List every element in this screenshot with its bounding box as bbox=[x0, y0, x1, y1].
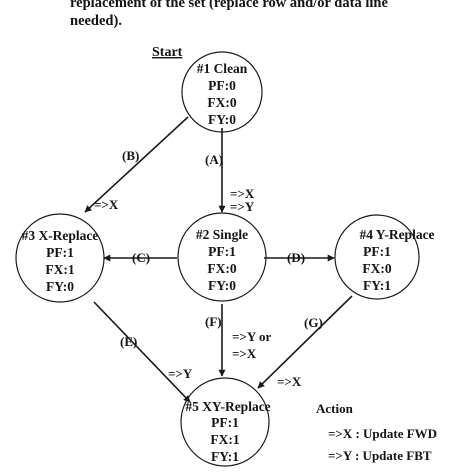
edge-e-action-1: =>Y bbox=[168, 366, 193, 381]
edge-b-label: (B) bbox=[122, 148, 139, 163]
state-4-y-replace: #4 Y-Replace PF:1 FX:0 FY:1 bbox=[334, 214, 435, 300]
state-3-flag-fy: FY:0 bbox=[46, 279, 74, 294]
state-5-circle bbox=[180, 377, 270, 467]
state-3-name: #3 X-Replace bbox=[22, 228, 99, 243]
edge-c-label: (C) bbox=[132, 250, 150, 265]
state-2-flag-pf: PF:1 bbox=[208, 244, 236, 259]
state-1-circle bbox=[181, 51, 263, 133]
edge-g-label: (G) bbox=[304, 315, 323, 330]
caption-line-1: replacement of the set (replace row and/… bbox=[70, 0, 388, 11]
state-4-circle bbox=[334, 214, 420, 300]
edge-a-action-2: =>Y bbox=[230, 199, 255, 214]
state-2-single: #2 Single PF:1 FX:0 FY:0 bbox=[177, 212, 267, 302]
caption-line-2: needed). bbox=[70, 13, 122, 29]
state-5-flag-fx: FX:1 bbox=[210, 432, 239, 447]
state-1-clean: #1 Clean PF:0 FX:0 FY:0 bbox=[181, 51, 263, 133]
state-1-flag-pf: PF:0 bbox=[208, 78, 236, 93]
state-3-flag-fx: FX:1 bbox=[45, 262, 74, 277]
edge-b bbox=[84, 116, 189, 213]
state-1-name: #1 Clean bbox=[197, 61, 248, 76]
transition-labels: (A) =>X =>Y (B) =>X (C) (D) (E) =>Y (F) … bbox=[94, 148, 323, 389]
transitions bbox=[84, 116, 353, 403]
legend-item-y: =>Y : Update FBT bbox=[328, 448, 432, 463]
state-5-name: #5 XY-Replace bbox=[185, 399, 270, 414]
edge-d-label: (D) bbox=[287, 250, 305, 265]
edge-f-action-1: =>Y or bbox=[232, 329, 271, 344]
edge-a-action-1: =>X bbox=[230, 186, 255, 201]
state-4-name: #4 Y-Replace bbox=[359, 227, 434, 242]
state-5-xy-replace: #5 XY-Replace PF:1 FX:1 FY:1 bbox=[180, 377, 271, 467]
state-2-circle bbox=[177, 212, 267, 302]
edge-g bbox=[257, 295, 353, 389]
edge-a-label: (A) bbox=[205, 152, 223, 167]
action-legend: Action =>X : Update FWD =>Y : Update FBT bbox=[316, 401, 437, 463]
edge-e bbox=[93, 301, 191, 403]
state-3-flag-pf: PF:1 bbox=[46, 245, 74, 260]
state-2-name: #2 Single bbox=[196, 227, 248, 242]
states: #1 Clean PF:0 FX:0 FY:0 #2 Single PF:1 F… bbox=[15, 51, 435, 467]
edge-e-label: (E) bbox=[120, 334, 137, 349]
state-5-flag-fy: FY:1 bbox=[211, 449, 239, 464]
state-2-flag-fx: FX:0 bbox=[207, 261, 236, 276]
state-3-x-replace: #3 X-Replace PF:1 FX:1 FY:0 bbox=[15, 213, 105, 303]
state-4-flag-pf: PF:1 bbox=[363, 244, 391, 259]
state-1-flag-fy: FY:0 bbox=[208, 112, 236, 127]
edge-g-action-1: =>X bbox=[277, 374, 302, 389]
state-4-flag-fx: FX:0 bbox=[362, 261, 391, 276]
state-3-circle bbox=[15, 213, 105, 303]
legend-title: Action bbox=[316, 401, 354, 416]
legend-item-x: =>X : Update FWD bbox=[328, 426, 437, 441]
edge-f-action-2: =>X bbox=[232, 346, 257, 361]
state-5-flag-pf: PF:1 bbox=[211, 415, 239, 430]
state-1-flag-fx: FX:0 bbox=[207, 95, 236, 110]
edge-b-action-1: =>X bbox=[94, 197, 119, 212]
edge-f-label: (F) bbox=[205, 314, 222, 329]
state-2-flag-fy: FY:0 bbox=[208, 278, 236, 293]
state-4-flag-fy: FY:1 bbox=[363, 278, 391, 293]
start-label: Start bbox=[152, 45, 183, 60]
